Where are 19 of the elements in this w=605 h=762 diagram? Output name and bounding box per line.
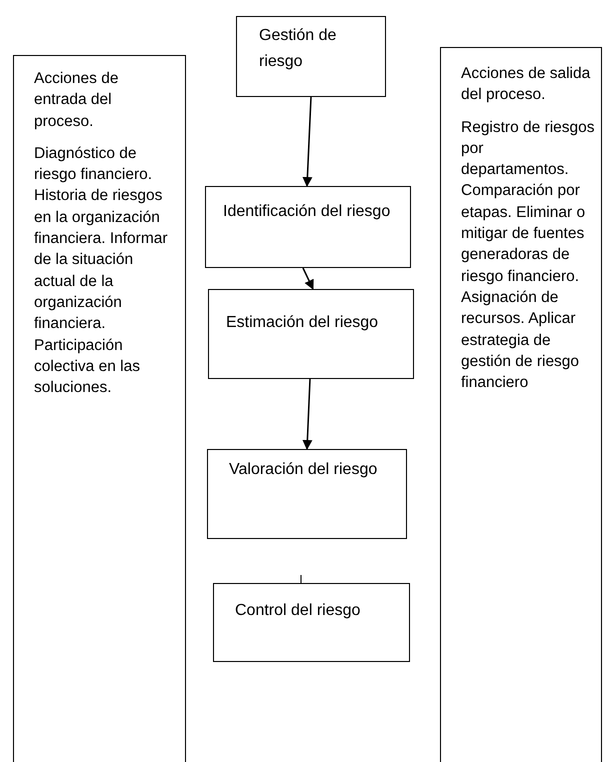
box-label: Identificación del riesgo [223,202,392,222]
panel-text: Registro de riesgos por departamentos. Comparación por etapas. Eliminar o mitigar de fuentes generadoras de riesgo financiero. Asignación de recursos. Aplicar estrategia de gestión de riesgo financiero [461,118,595,394]
box-label: Control del riesgo [235,601,362,621]
process-box [205,186,411,268]
arrow [302,378,312,450]
panel-heading: Acciones de salida del proceso. [461,64,592,106]
process-box [208,289,414,379]
box-label: Estimación del riesgo [226,313,380,333]
process-panel [440,47,602,762]
box-label: Valoración del riesgo [229,460,378,480]
process-box [236,16,386,97]
panel-heading: Acciones de entrada del proceso. [34,69,120,132]
arrow [302,268,314,290]
arrow [302,96,312,187]
process-box [207,449,407,539]
process-box [213,583,410,662]
panel-text: Diagnóstico de riesgo financiero. Historia de riesgos en la organización financiera. Informar de la situación actual de la organización financiera. Participación colectiva en las soluciones. [34,144,169,398]
box-label: Gestión de riesgo [259,26,338,72]
process-panel [13,55,186,762]
